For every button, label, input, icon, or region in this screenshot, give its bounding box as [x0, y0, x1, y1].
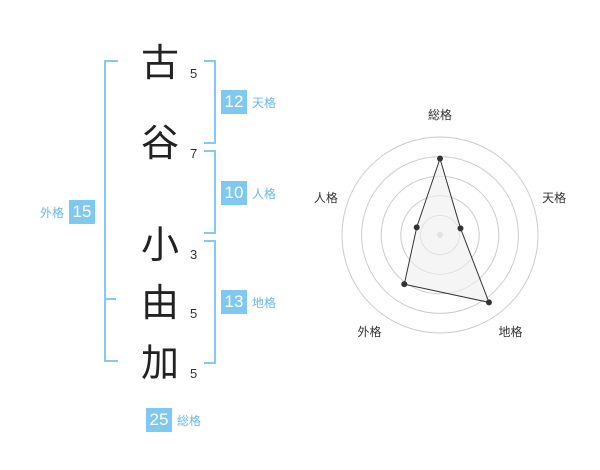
radar-point-1	[457, 225, 464, 232]
name-char-2: 谷	[140, 121, 179, 165]
radar-data-points	[401, 155, 492, 306]
radar-point-0	[437, 155, 443, 162]
gaikaku-badge: 外格 15	[40, 200, 96, 224]
tenkaku-badge: 12 天格	[221, 90, 276, 114]
chikaku-badge: 13 地格	[221, 290, 276, 314]
gaikaku-bracket	[104, 60, 118, 362]
gaikaku-label: 外格	[40, 205, 65, 220]
radar-point-2	[485, 299, 492, 306]
radar-label-0: 総格	[428, 107, 452, 122]
radar-point-4	[413, 224, 420, 231]
chikaku-label: 地格	[252, 295, 277, 310]
gaikaku-bracket-tick	[104, 298, 116, 300]
radar-point-3	[401, 281, 408, 288]
name-char-5: 加	[140, 341, 179, 385]
radar-label-2: 地格	[498, 324, 522, 339]
radar-label-1: 天格	[542, 190, 566, 205]
tenkaku-label: 天格	[252, 95, 277, 110]
chikaku-bracket	[204, 240, 216, 364]
stroke-count-1: 5	[190, 66, 198, 81]
radar-label-3: 外格	[357, 324, 381, 339]
stroke-count-4: 5	[190, 306, 198, 321]
jinkaku-label: 人格	[252, 186, 277, 201]
stroke-count-2: 7	[190, 146, 198, 161]
radar-label-4: 人格	[314, 190, 338, 205]
radar-ring	[341, 136, 539, 334]
tenkaku-bracket	[204, 60, 216, 144]
jinkaku-bracket	[204, 150, 216, 234]
jinkaku-value: 10	[221, 181, 247, 205]
soukaku-value: 25	[146, 408, 172, 432]
name-char-1: 古	[140, 41, 179, 85]
stroke-count-3: 3	[190, 247, 198, 262]
radar-data-area	[403, 156, 490, 304]
jinkaku-badge: 10 人格	[221, 181, 276, 205]
name-char-4: 由	[140, 281, 179, 325]
soukaku-badge: 25 総格	[146, 408, 201, 432]
gaikaku-value: 15	[69, 200, 96, 224]
stroke-count-5: 5	[190, 366, 198, 381]
soukaku-label: 総格	[177, 413, 202, 428]
tenkaku-value: 12	[221, 90, 247, 114]
name-char-3: 小	[140, 223, 179, 267]
chikaku-value: 13	[221, 290, 247, 314]
